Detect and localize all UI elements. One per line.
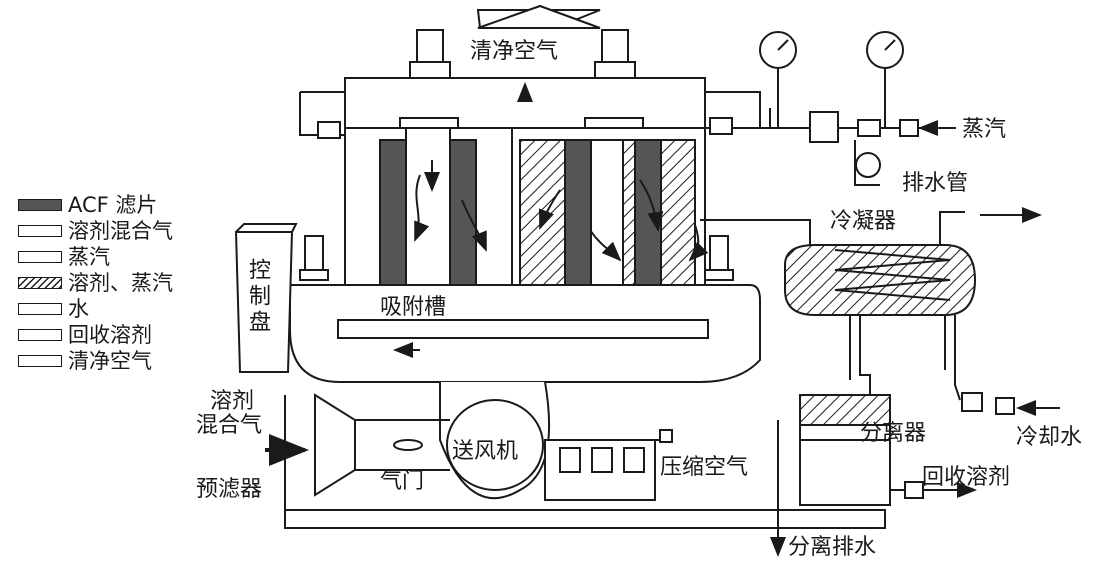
plain-swatch bbox=[18, 303, 62, 315]
legend-item-steam: 蒸汽 bbox=[18, 244, 248, 270]
label-solvent-mix-line1: 溶剂 bbox=[210, 389, 255, 414]
label-drain-pipe: 排水管 bbox=[902, 171, 969, 196]
acf-filter-left-2 bbox=[449, 139, 477, 286]
label-cooling-water: 冷却水 bbox=[1016, 425, 1083, 450]
label-separator: 分离器 bbox=[860, 421, 927, 446]
legend-item-acf: ACF 滤片 bbox=[18, 192, 248, 218]
label-compressed-air: 压缩空气 bbox=[660, 455, 749, 480]
legend: ACF 滤片 溶剂混合气 蒸汽 溶剂、蒸汽 水 回收溶剂 清净空气 bbox=[18, 192, 248, 374]
legend-label: 清净空气 bbox=[68, 349, 152, 373]
base-frame bbox=[284, 509, 886, 529]
label-blower: 送风机 bbox=[452, 439, 519, 464]
label-steam: 蒸汽 bbox=[962, 117, 1007, 142]
exhaust-cap bbox=[477, 4, 601, 29]
legend-item-water: 水 bbox=[18, 296, 248, 322]
legend-label: 溶剂混合气 bbox=[68, 219, 173, 243]
prefilter bbox=[314, 393, 356, 497]
plain-swatch bbox=[18, 355, 62, 367]
acf-filter-left-1 bbox=[379, 139, 407, 286]
drain-pump bbox=[855, 152, 881, 178]
label-adsorption-tank: 吸附槽 bbox=[380, 295, 447, 320]
hatched-swatch bbox=[18, 277, 62, 289]
legend-label: 蒸汽 bbox=[68, 245, 110, 269]
legend-label: 水 bbox=[68, 297, 89, 321]
acf-filter-right-2 bbox=[634, 139, 662, 286]
label-prefilter: 预滤器 bbox=[196, 477, 263, 502]
plain-swatch bbox=[18, 251, 62, 263]
label-separated-drain: 分离排水 bbox=[788, 535, 877, 560]
plain-swatch bbox=[18, 329, 62, 341]
label-clean-air: 清净空气 bbox=[470, 39, 559, 64]
legend-item-solvent-steam: 溶剂、蒸汽 bbox=[18, 270, 248, 296]
label-condenser: 冷凝器 bbox=[830, 209, 897, 234]
label-control-panel: 控制盘 bbox=[245, 258, 270, 336]
control-panel-box bbox=[234, 231, 294, 373]
label-recovered-solvent: 回收溶剂 bbox=[922, 465, 1011, 490]
steam-valve bbox=[809, 111, 839, 143]
label-solvent-mix-line2: 混合气 bbox=[196, 413, 263, 438]
legend-label: ACF 滤片 bbox=[68, 193, 158, 217]
plain-swatch bbox=[18, 225, 62, 237]
legend-label: 溶剂、蒸汽 bbox=[68, 271, 173, 295]
label-damper: 气门 bbox=[380, 469, 425, 494]
legend-item-recovered-solvent: 回收溶剂 bbox=[18, 322, 248, 348]
acf-filter-right-1 bbox=[564, 139, 592, 286]
legend-item-solvent-mix: 溶剂混合气 bbox=[18, 218, 248, 244]
acf-swatch bbox=[18, 199, 62, 211]
legend-item-clean-air: 清净空气 bbox=[18, 348, 248, 374]
legend-label: 回收溶剂 bbox=[68, 323, 152, 347]
